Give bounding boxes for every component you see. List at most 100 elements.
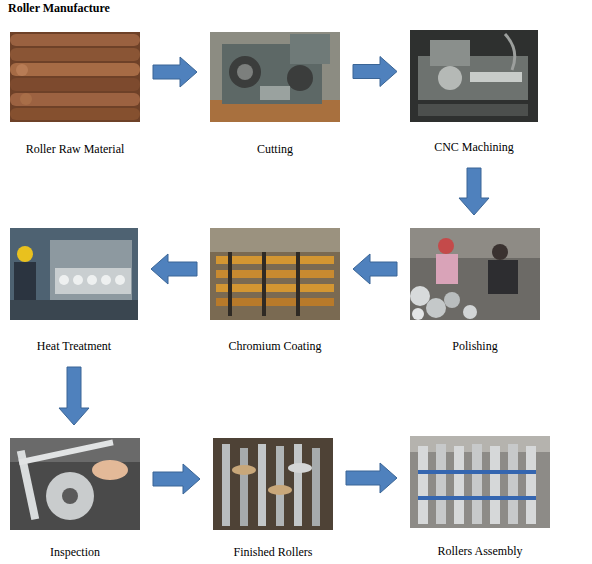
photo-shape bbox=[229, 56, 261, 88]
photo-shape bbox=[10, 300, 138, 320]
polishing-photo bbox=[410, 228, 540, 320]
photo-shape bbox=[62, 488, 78, 504]
photo-shape bbox=[10, 108, 140, 120]
photo-shape bbox=[508, 444, 518, 524]
photo-shape bbox=[10, 93, 140, 106]
step-caption: Finished Rollers bbox=[233, 545, 312, 559]
photo-shape bbox=[410, 228, 540, 258]
photo-shape bbox=[10, 48, 140, 61]
photo-shape bbox=[410, 30, 538, 122]
photo-shape bbox=[526, 446, 536, 524]
photo-shape bbox=[488, 260, 518, 294]
photo-shape bbox=[436, 444, 446, 524]
flow-arrow bbox=[151, 254, 197, 284]
photo-shape bbox=[216, 256, 334, 264]
photo-shape bbox=[216, 270, 334, 278]
photo-shape bbox=[438, 238, 454, 254]
photo-shape bbox=[505, 34, 515, 70]
photo-shape bbox=[470, 72, 522, 82]
photo-shape bbox=[410, 286, 430, 306]
process-step: CNC Machining bbox=[410, 30, 538, 155]
photo-shape bbox=[418, 470, 536, 474]
photo-shape bbox=[418, 496, 536, 500]
photo-shape bbox=[92, 460, 128, 480]
process-step: Cutting bbox=[210, 32, 340, 157]
photo-shape bbox=[10, 34, 140, 46]
photo-shape bbox=[410, 228, 540, 320]
flow-arrow bbox=[353, 57, 397, 87]
flow-arrow bbox=[153, 57, 197, 87]
photo-shape bbox=[228, 252, 232, 316]
inspection-photo bbox=[10, 438, 140, 530]
photo-shape bbox=[10, 78, 140, 91]
photo-shape bbox=[438, 66, 462, 90]
photo-shape bbox=[492, 244, 508, 260]
photo-shape bbox=[59, 275, 69, 285]
photo-shape bbox=[10, 32, 140, 122]
process-step: Heat Treatment bbox=[10, 228, 138, 354]
photo-shape bbox=[73, 275, 83, 285]
rollers-assembly-photo bbox=[410, 436, 550, 528]
photo-shape bbox=[222, 444, 230, 526]
photo-shape bbox=[210, 228, 340, 320]
step-caption: Rollers Assembly bbox=[437, 544, 522, 558]
chromium-coating-photo bbox=[210, 228, 340, 320]
photo-shape bbox=[287, 65, 313, 91]
photo-shape bbox=[258, 444, 266, 526]
photo-shape bbox=[418, 104, 528, 116]
photo-shape bbox=[10, 228, 138, 320]
photo-shape bbox=[55, 268, 131, 294]
flow-arrow bbox=[353, 254, 397, 284]
photo-shape bbox=[426, 298, 446, 318]
photo-shape bbox=[50, 240, 132, 300]
photo-shape bbox=[454, 446, 464, 524]
photo-shape bbox=[430, 40, 470, 66]
diagram-title: Roller Manufacture bbox=[8, 1, 110, 15]
photo-shape bbox=[46, 472, 94, 520]
photo-shape bbox=[296, 252, 300, 316]
step-caption: Chromium Coating bbox=[229, 339, 322, 353]
photo-shape bbox=[444, 292, 460, 308]
photo-shape bbox=[288, 463, 312, 473]
step-caption: CNC Machining bbox=[434, 140, 514, 154]
process-step: Finished Rollers bbox=[213, 438, 333, 560]
photo-shape bbox=[87, 275, 97, 285]
photo-shape bbox=[262, 252, 266, 316]
photo-shape bbox=[418, 446, 428, 524]
photo-shape bbox=[232, 465, 256, 475]
photo-shape bbox=[312, 448, 320, 526]
photo-shape bbox=[18, 439, 113, 465]
photo-shape bbox=[268, 485, 292, 495]
photo-shape bbox=[472, 444, 482, 524]
photo-shape bbox=[237, 64, 253, 80]
step-caption: Cutting bbox=[257, 142, 293, 156]
step-caption: Heat Treatment bbox=[37, 339, 111, 353]
process-step: Roller Raw Material bbox=[10, 32, 140, 157]
photo-shape bbox=[410, 436, 550, 528]
photo-shape bbox=[210, 228, 340, 252]
process-step: Polishing bbox=[410, 228, 540, 354]
heat-treatment-photo bbox=[10, 228, 138, 320]
photo-shape bbox=[240, 448, 248, 526]
photo-shape bbox=[490, 446, 500, 524]
cnc-photo bbox=[410, 30, 538, 122]
photo-shape bbox=[20, 93, 32, 105]
photo-shape bbox=[436, 254, 458, 284]
photo-shape bbox=[10, 438, 140, 530]
photo-shape bbox=[17, 246, 33, 262]
photo-shape bbox=[412, 308, 424, 320]
raw-material-photo bbox=[10, 32, 140, 122]
process-step: Chromium Coating bbox=[210, 228, 340, 354]
photo-shape bbox=[115, 275, 125, 285]
photo-shape bbox=[210, 32, 340, 122]
photo-shape bbox=[216, 298, 334, 306]
flow-arrow bbox=[459, 168, 489, 215]
photo-shape bbox=[260, 86, 290, 100]
process-step: Rollers Assembly bbox=[410, 436, 550, 559]
flow-arrow bbox=[346, 463, 397, 493]
photo-shape bbox=[213, 438, 333, 530]
step-caption: Roller Raw Material bbox=[26, 142, 125, 156]
flow-arrow bbox=[59, 367, 89, 425]
